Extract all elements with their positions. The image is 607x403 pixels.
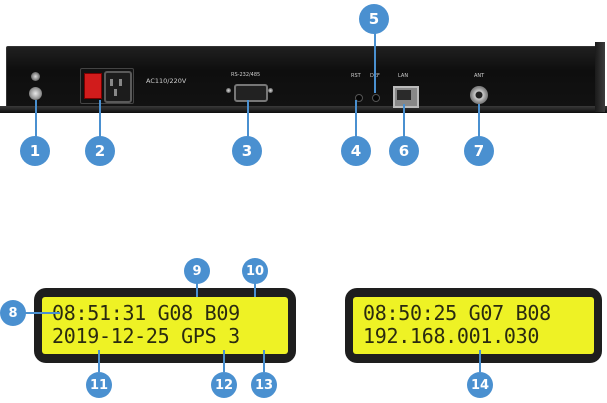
callout-14: 14 [467,372,493,398]
leader-line [263,350,265,372]
leader-line [403,104,405,138]
leader-line [24,312,60,314]
callout-4: 4 [341,136,371,166]
network-port-label: LAN [398,73,409,79]
power-pin [110,79,113,86]
leader-line [99,100,101,137]
antenna-port[interactable] [470,86,488,104]
leader-line [247,100,249,137]
power-socket [104,71,132,103]
screw-icon [268,88,273,93]
screw-icon [31,72,40,81]
leader-line [478,104,480,138]
reset-button[interactable] [355,94,363,102]
lcd-line-1: 08:51:31 G08 B09 [52,301,240,325]
callout-2: 2 [85,136,115,166]
callout-3: 3 [232,136,262,166]
lan-port-socket [397,90,411,100]
panel-bottom-lip [0,106,607,113]
callout-1: 1 [20,136,50,166]
lcd-display-network: 08:50:25 G07 B08 192.168.001.030 [345,288,602,363]
callout-8: 8 [0,300,26,326]
callout-6: 6 [389,136,419,166]
leader-line [223,350,225,372]
callout-9: 9 [184,258,210,284]
lcd-line-1: 08:50:25 G07 B08 [363,301,551,325]
leader-line [98,350,100,372]
leader-line [355,100,357,137]
lcd-screen: 08:51:31 G08 B09 2019-12-25 GPS 3 [42,297,288,354]
leader-line [196,283,198,297]
lcd-screen: 08:50:25 G07 B08 192.168.001.030 [353,297,594,354]
power-pin [114,89,117,96]
lcd-line-2: 192.168.001.030 [363,324,540,348]
leader-line [374,33,376,93]
power-input-label: AC110/220V [146,77,187,85]
panel-side-edge [595,42,605,112]
serial-port[interactable] [234,84,268,102]
ground-terminal-icon [29,87,42,100]
callout-11: 11 [86,372,112,398]
leader-line [479,350,481,372]
reset-button-label: RST [351,73,361,79]
antenna-port-label: ANT [474,73,485,79]
leader-line [35,100,37,137]
power-pin [119,79,122,86]
callout-5: 5 [359,4,389,34]
callout-13: 13 [251,372,277,398]
lcd-display-status: 08:51:31 G08 B09 2019-12-25 GPS 3 [34,288,296,363]
callout-12: 12 [211,372,237,398]
power-switch[interactable] [84,73,102,99]
screw-icon [226,88,231,93]
serial-port-label: RS-232/485 [231,72,261,78]
lcd-line-2: 2019-12-25 GPS 3 [52,324,240,348]
callout-10: 10 [242,258,268,284]
default-button[interactable] [372,94,380,102]
callout-7: 7 [464,136,494,166]
leader-line [254,283,256,297]
